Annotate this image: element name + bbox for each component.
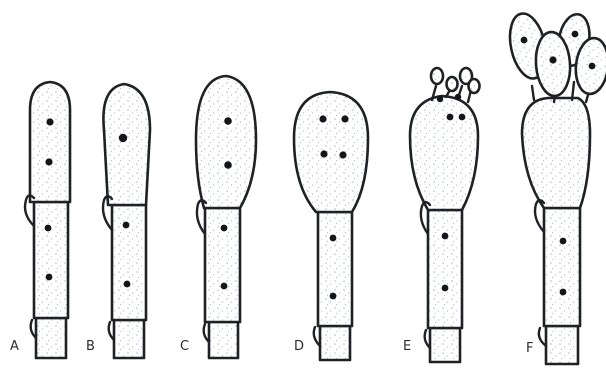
nucleus — [46, 118, 53, 125]
stage-label-f: F — [526, 341, 533, 356]
stage-d-subbasal-cell — [318, 212, 352, 326]
stage-b-basidium — [103, 84, 150, 205]
stage-label-a: A — [10, 339, 19, 354]
stage-e-subbasal-cell — [428, 210, 462, 328]
nucleus — [442, 233, 449, 240]
nucleus — [46, 274, 53, 281]
nucleus — [320, 150, 327, 157]
nucleus — [319, 115, 326, 122]
sterigma — [532, 86, 534, 100]
nucleus — [330, 235, 337, 242]
nucleus — [455, 94, 461, 100]
nucleus — [521, 37, 528, 44]
stage-b-subbasal-cell — [112, 205, 146, 320]
stage-c-stalk-cell — [209, 322, 238, 358]
stage-a-stalk-cell — [36, 318, 66, 358]
nucleus — [221, 283, 228, 290]
stage-a-subbasal-cell — [34, 202, 68, 318]
stage-f: F — [505, 10, 606, 364]
stage-label-b: B — [86, 339, 95, 354]
stage-d-stalk-cell — [320, 326, 350, 360]
young-spore — [431, 68, 443, 84]
stage-a-young-basidium — [30, 82, 70, 202]
stage-f-basidium — [522, 98, 590, 208]
nucleus — [339, 151, 346, 158]
nucleus — [442, 285, 449, 292]
nucleus — [560, 289, 567, 296]
nucleus — [437, 96, 443, 102]
nucleus — [589, 63, 596, 70]
stage-e-basidium — [410, 96, 478, 210]
stage-e: E — [403, 68, 480, 362]
stage-b: B — [86, 84, 150, 358]
nucleus — [119, 134, 127, 142]
nucleus — [224, 161, 232, 169]
stage-d-basidium — [294, 92, 368, 212]
nucleus — [459, 114, 466, 121]
nucleus — [572, 31, 579, 38]
stage-label-e: E — [403, 339, 411, 354]
stage-c: C — [180, 76, 256, 358]
nucleus — [123, 222, 130, 229]
nucleus — [221, 225, 228, 232]
young-spore — [447, 77, 458, 91]
nucleus — [45, 158, 52, 165]
stage-c-basidium — [196, 76, 256, 208]
nucleus — [330, 293, 337, 300]
young-spore — [469, 79, 480, 93]
nucleus — [549, 56, 556, 63]
stage-b-stalk-cell — [114, 320, 144, 358]
nucleus — [224, 117, 232, 125]
nucleus — [45, 225, 52, 232]
stage-d: D — [294, 92, 368, 360]
stage-a: A — [10, 82, 70, 358]
stage-label-c: C — [180, 339, 189, 354]
nucleus — [560, 238, 567, 245]
stage-f-stalk-cell — [546, 326, 578, 364]
nucleus — [341, 115, 348, 122]
stage-label-d: D — [294, 339, 304, 354]
stage-e-stalk-cell — [430, 328, 460, 362]
stage-f-subbasal-cell — [544, 208, 580, 326]
nucleus — [124, 281, 131, 288]
nucleus — [447, 114, 454, 121]
